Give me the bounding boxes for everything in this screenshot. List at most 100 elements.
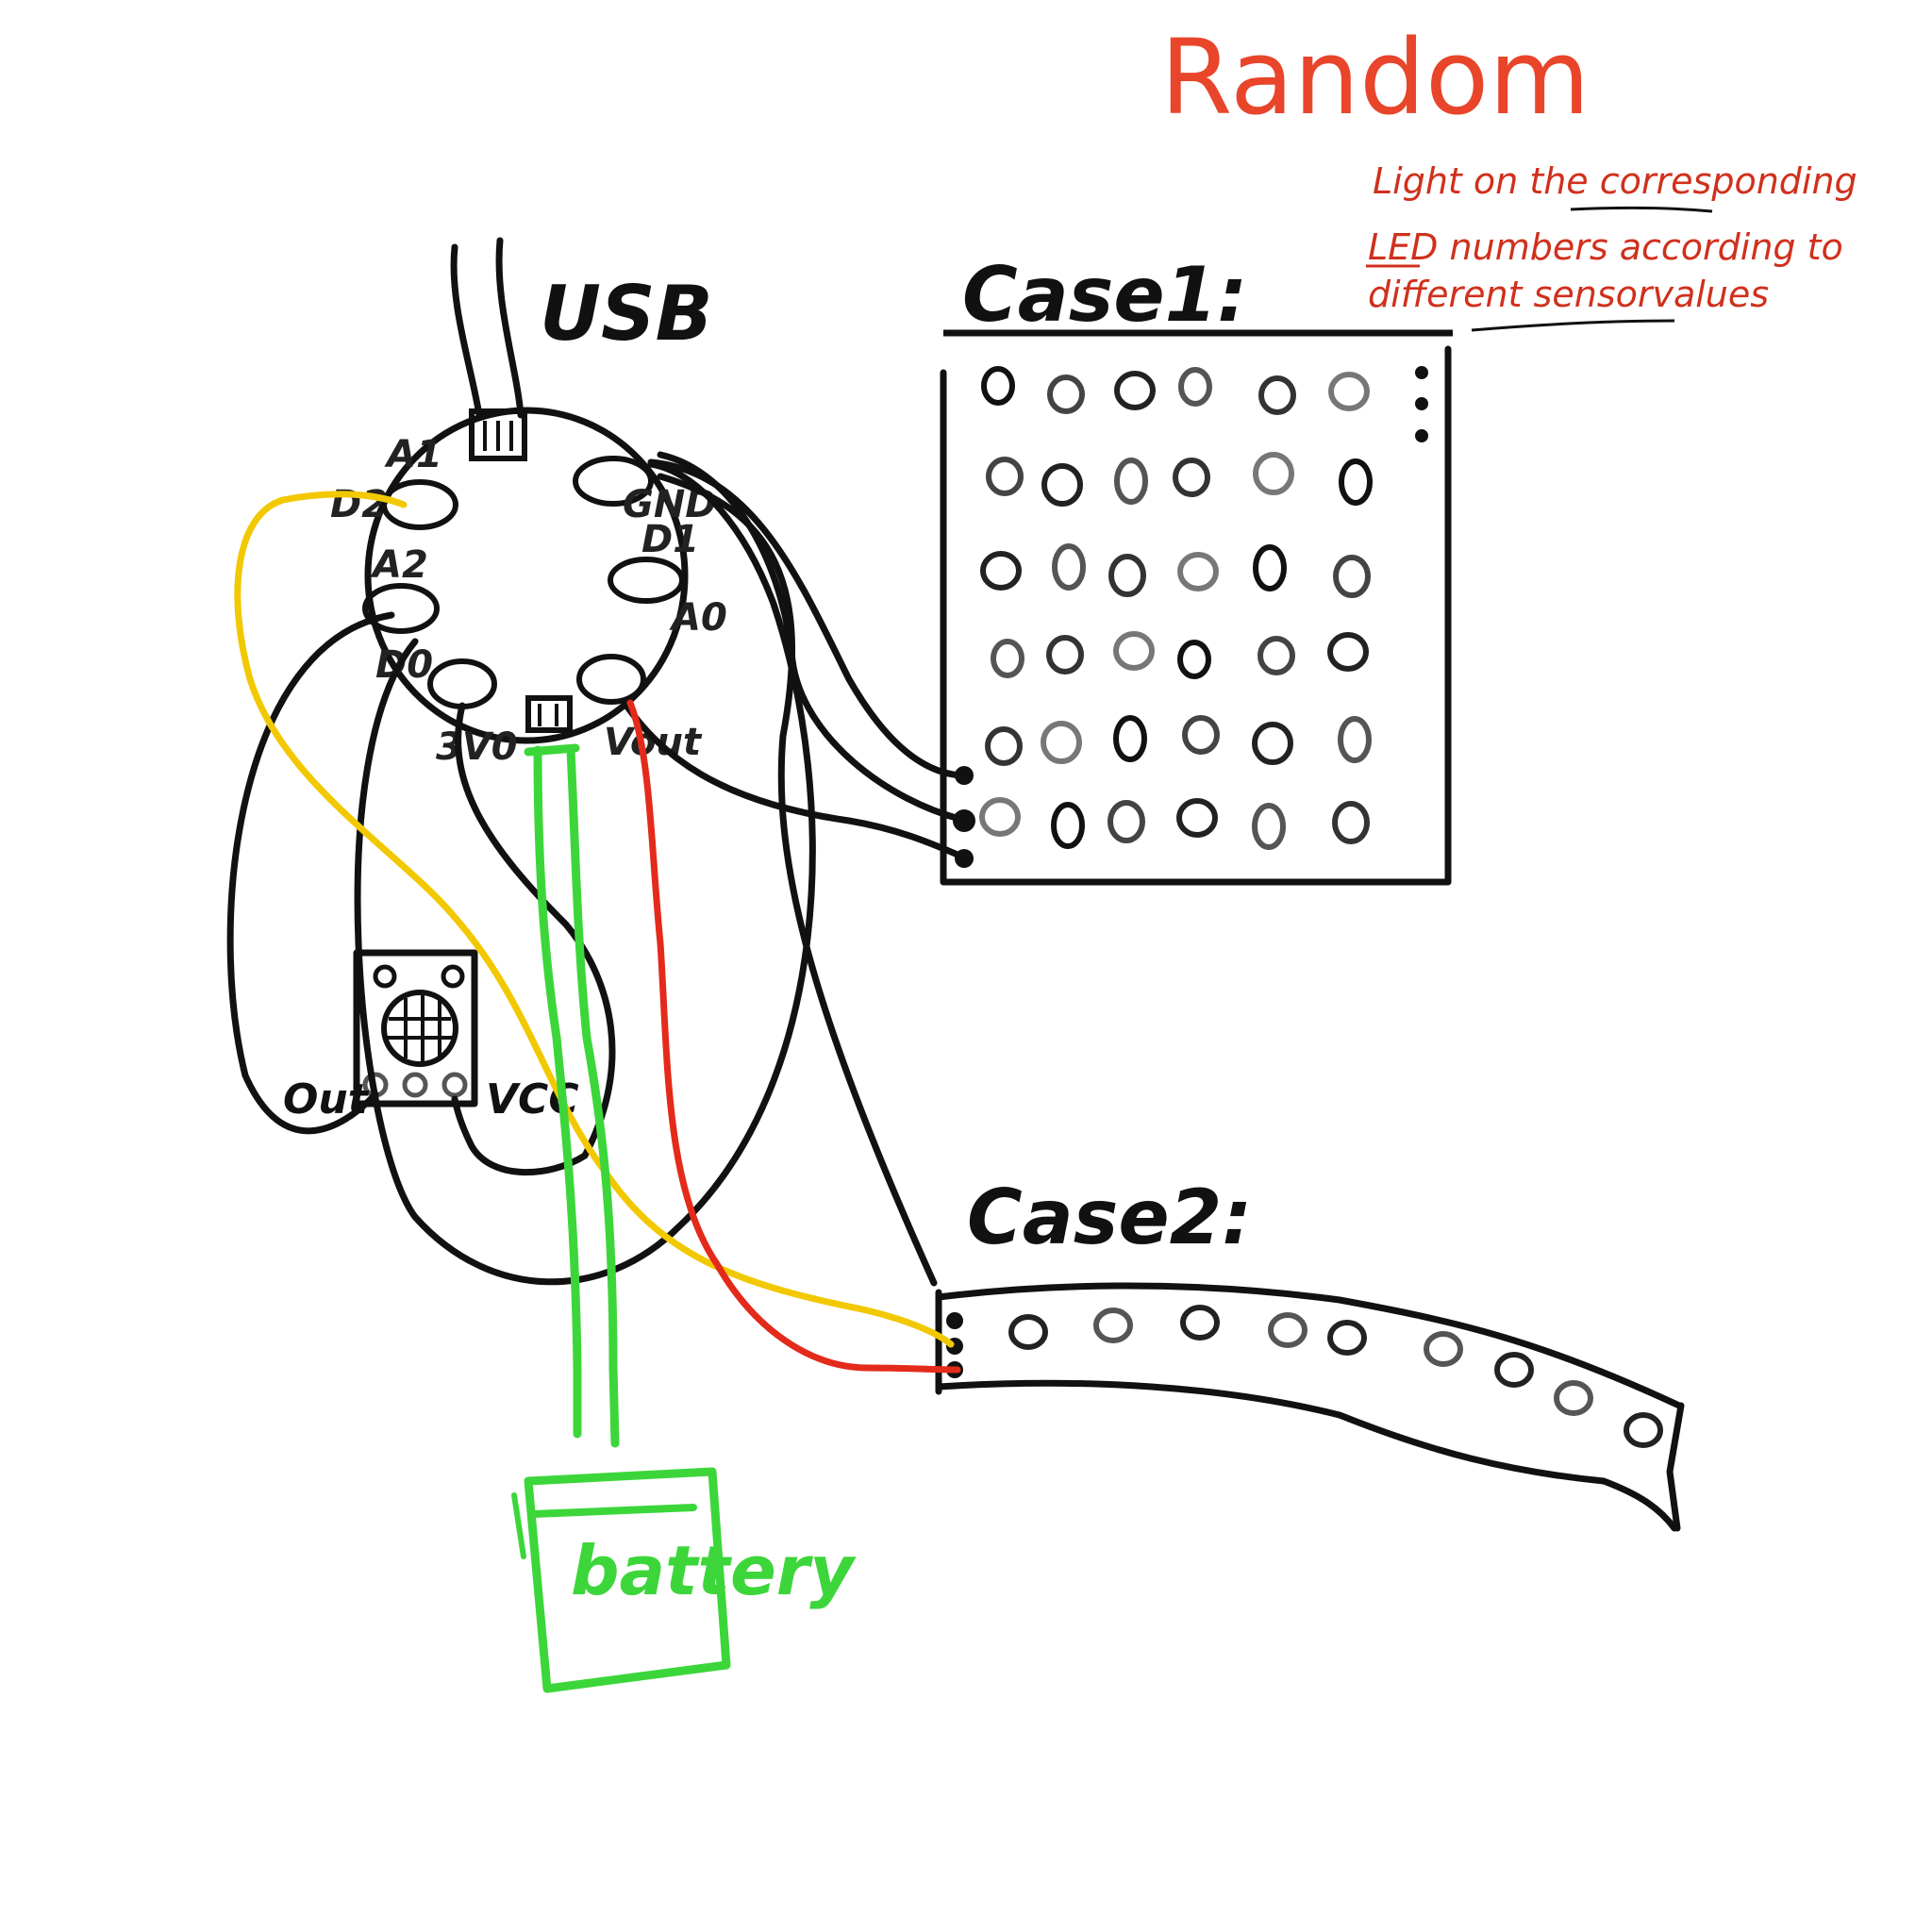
note-line-3: different sensorvalues: [1368, 274, 1769, 315]
pad-3v: [427, 658, 497, 709]
led-r2-c2: [1041, 463, 1083, 507]
green-wire-2: [566, 745, 620, 1448]
wire-d0-to-sensor-loop: [226, 611, 395, 1135]
black-wires: [226, 451, 971, 1287]
pin-label-d0: D0: [375, 643, 433, 687]
led-r4-c3: [1113, 631, 1155, 671]
led-r5-c3: [1113, 715, 1147, 762]
strip-led-8: [1554, 1380, 1593, 1416]
sensor-element: [381, 990, 458, 1067]
wire-gnd-to-matrix: [657, 451, 971, 824]
note-underline-sensorvalues: [1471, 319, 1675, 332]
led-r4-c4: [1177, 640, 1211, 679]
led-r4-c1: [991, 639, 1024, 678]
strip-led-1: [1008, 1314, 1048, 1350]
led-r2-c5: [1253, 452, 1294, 495]
pin-label-a1: A1: [384, 433, 442, 476]
sensor-pin-3: [441, 1072, 468, 1098]
usb-cable: [450, 237, 527, 461]
wire-vout-to-matrix: [621, 699, 966, 860]
page-title: Random: [1160, 17, 1590, 138]
strip-led-9: [1624, 1412, 1663, 1448]
pin-label-d1: D1: [641, 518, 699, 561]
led-r5-c1: [985, 726, 1023, 766]
green-wire-cap: [524, 743, 580, 757]
led-r3-c3: [1108, 554, 1146, 597]
pin-label-a2: A2: [370, 543, 428, 587]
led-r4-c6: [1327, 632, 1369, 672]
led-r1-c1: [981, 366, 1015, 406]
led-r3-c5: [1253, 544, 1287, 591]
note-line-2: LED numbers according to: [1368, 226, 1843, 268]
pad-a2: [362, 583, 440, 634]
matrix-dot-1: [1415, 366, 1428, 379]
led-r6-c4: [1176, 798, 1218, 838]
case2-label: Case2:: [967, 1174, 1252, 1261]
led-r4-c2: [1046, 635, 1084, 675]
sensor-module: [353, 949, 478, 1108]
led-r3-c6: [1333, 555, 1371, 598]
matrix-dot-2: [1415, 397, 1428, 410]
sensor-pin-2: [402, 1072, 428, 1098]
led-r4-c5: [1257, 636, 1295, 675]
led-r6-c3: [1108, 800, 1145, 843]
pad-vout: [576, 654, 646, 705]
pin-label-vout: Vout: [604, 721, 703, 764]
sensor-pad-tr: [441, 964, 465, 989]
strip-led-6: [1424, 1331, 1463, 1367]
yellow-wire: [234, 491, 955, 1348]
wire-3v-to-vcc: [451, 702, 616, 1176]
usb-label: USB: [540, 270, 713, 358]
led-r1-c2: [1047, 375, 1085, 414]
led-r6-c1: [979, 797, 1021, 837]
strip-led-2: [1093, 1307, 1133, 1343]
strip-connector-1: [946, 1312, 963, 1329]
red-wire: [626, 699, 961, 1374]
led-r1-c4: [1178, 367, 1212, 407]
led-r6-c5: [1252, 803, 1286, 850]
led-r1-c6: [1328, 372, 1370, 411]
led-r3-c1: [980, 551, 1022, 591]
pad-gnd: [573, 456, 654, 507]
led-strip: [935, 1282, 1685, 1532]
led-r3-c4: [1177, 552, 1219, 591]
note-line-1: Light on the corresponding: [1373, 160, 1857, 202]
pin-label-d2: D2: [330, 483, 388, 526]
strip-led-4: [1268, 1312, 1307, 1348]
led-r5-c4: [1182, 715, 1220, 755]
strip-leds: [1008, 1305, 1663, 1448]
battery-label: battery: [571, 1531, 857, 1610]
pin-label-a0: A0: [669, 596, 727, 640]
led-r3-c2: [1052, 543, 1086, 591]
note-underline-corresponding: [1570, 206, 1713, 213]
strip-led-7: [1494, 1352, 1534, 1388]
led-r2-c6: [1339, 458, 1373, 506]
strip-led-3: [1180, 1305, 1220, 1341]
led-r1-c5: [1258, 375, 1296, 415]
led-r5-c6: [1338, 716, 1372, 763]
led-r2-c1: [986, 457, 1024, 496]
matrix-dot-3: [1415, 429, 1428, 442]
pin-label-3v: 3V0: [436, 725, 518, 769]
matrix-leds: [979, 366, 1373, 850]
strip-led-5: [1327, 1320, 1367, 1356]
led-r6-c2: [1051, 802, 1085, 849]
note: Light on the corresponding LED numbers a…: [1366, 160, 1857, 332]
matrix-connector-1: [955, 766, 974, 785]
led-r5-c5: [1252, 722, 1293, 765]
matrix-connector-2: [953, 809, 975, 832]
led-r6-c6: [1332, 801, 1370, 844]
led-r5-c2: [1041, 721, 1082, 764]
wire-big-loop: [354, 460, 816, 1286]
pad-d1: [608, 557, 685, 604]
sensor-pad-tl: [373, 964, 397, 989]
battery: [511, 1467, 731, 1693]
matrix-connector-3: [955, 849, 974, 868]
green-wire-1: [533, 745, 582, 1439]
battery-port: [525, 695, 573, 733]
led-matrix: [940, 345, 1452, 886]
pad-d2: [381, 479, 458, 530]
sensor-out-label: Out: [283, 1075, 370, 1124]
led-r2-c4: [1173, 458, 1210, 497]
